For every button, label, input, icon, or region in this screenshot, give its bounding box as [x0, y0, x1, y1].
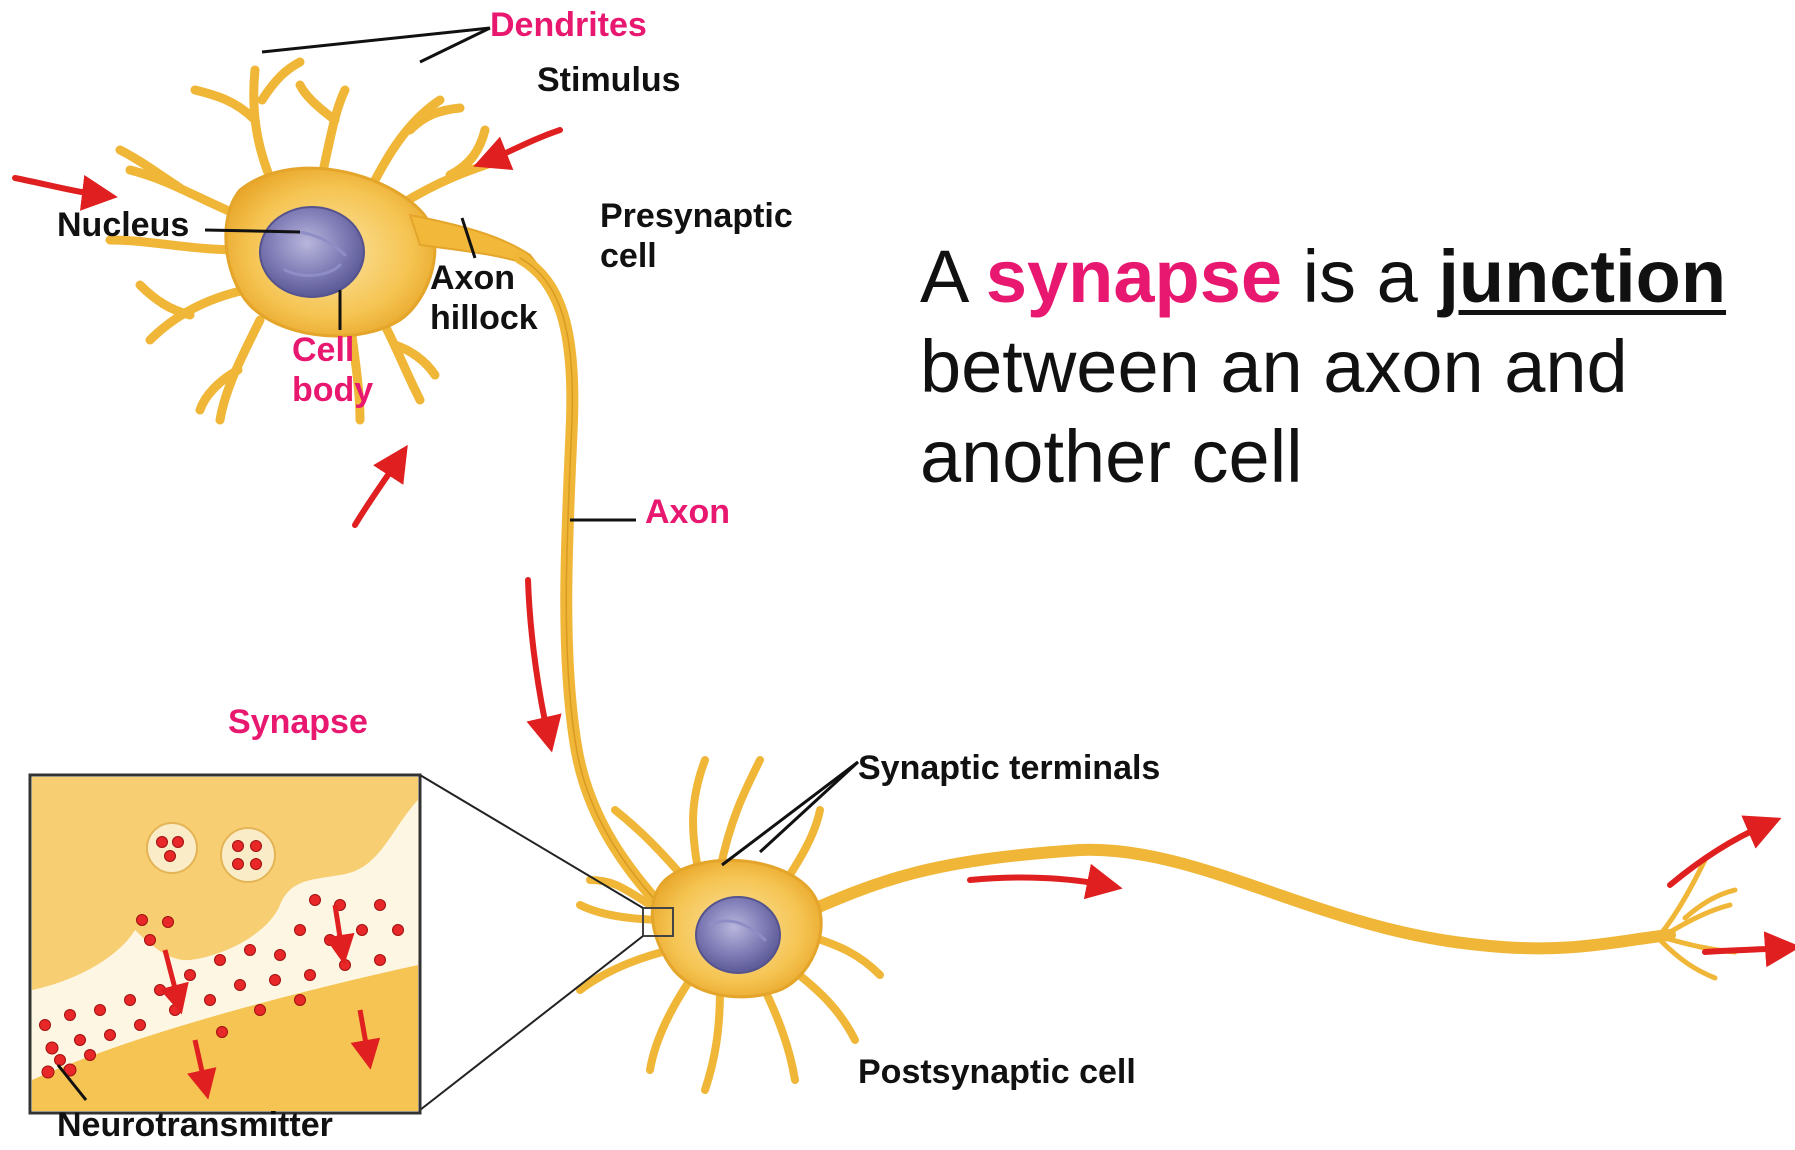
label-presynaptic-line1: Presynaptic	[600, 196, 793, 236]
presynaptic-axon	[520, 258, 655, 900]
headline-part3: between an axon and another cell	[920, 325, 1628, 498]
zoom-line-bottom	[420, 936, 643, 1110]
label-postsynaptic-cell: Postsynaptic cell	[858, 1052, 1136, 1092]
label-neurotransmitter: Neurotransmitter	[57, 1105, 333, 1145]
headline-emphasis-junction: junction	[1438, 235, 1726, 318]
label-axon-hillock-line1: Axon	[430, 258, 515, 298]
headline-keyword-synapse: synapse	[986, 235, 1282, 318]
presynaptic-nucleus	[260, 207, 364, 297]
label-cell-body-line1: Cell	[292, 330, 354, 370]
label-synapse: Synapse	[228, 702, 368, 742]
postsynaptic-neuron	[580, 760, 1735, 1090]
postsynaptic-axon	[800, 850, 1670, 949]
synaptic-vesicle	[147, 823, 197, 873]
headline-part1: A	[920, 235, 986, 318]
label-dendrites: Dendrites	[490, 5, 647, 45]
label-cell-body-line2: body	[292, 370, 373, 410]
label-presynaptic-line2: cell	[600, 236, 657, 276]
label-stimulus: Stimulus	[537, 60, 681, 100]
synapse-inset	[30, 775, 420, 1113]
axon-terminals	[1660, 860, 1735, 978]
label-axon-hillock-line2: hillock	[430, 298, 538, 338]
label-synaptic-terminals: Synaptic terminals	[858, 748, 1160, 788]
label-nucleus: Nucleus	[57, 205, 189, 245]
headline-part2: is a	[1282, 235, 1438, 318]
synaptic-vesicle	[221, 828, 275, 882]
postsynaptic-nucleus	[696, 897, 780, 973]
label-axon: Axon	[645, 492, 730, 532]
